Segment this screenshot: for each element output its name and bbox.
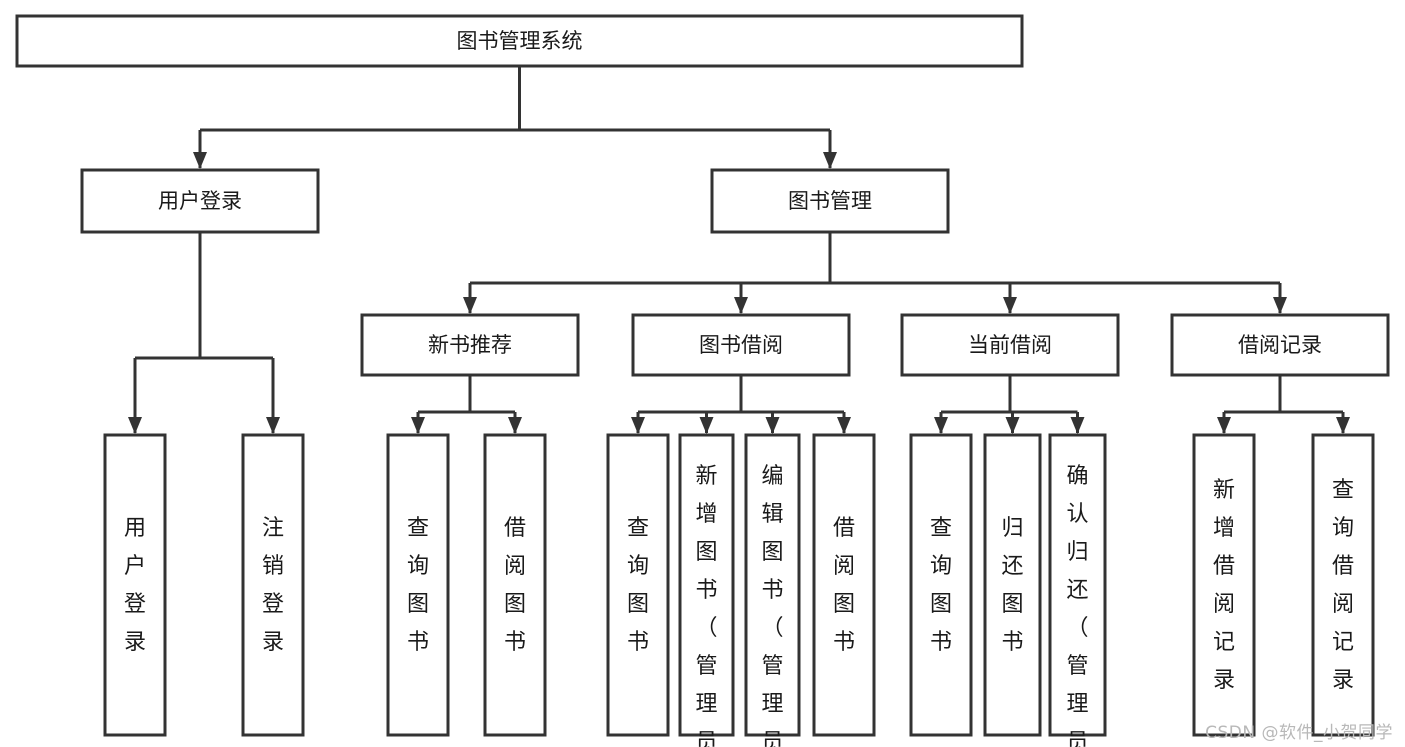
node-current-return-book[interactable]: 归还图书 [983,433,1042,737]
node-box-current-query-book [909,433,973,737]
node-label-new-book-recommend: 新书推荐 [428,333,512,357]
node-label-borrow-borrow-book: 借阅图书 [833,516,855,655]
node-label-current-borrow: 当前借阅 [968,333,1052,357]
node-box-borrow-add-book [678,433,735,737]
node-borrow-add-book[interactable]: 新增图书（管理员） [678,433,735,747]
node-label-user-login: 用户登录 [158,189,242,213]
node-box-root [15,14,1024,68]
node-box-borrow-query-book [606,433,670,737]
node-record-add[interactable]: 新增借阅记录 [1192,433,1256,737]
node-current-borrow[interactable]: 当前借阅 [900,313,1120,377]
node-box-borrow-borrow-book [812,433,876,737]
node-label-user-logout: 注销登录 [262,516,284,655]
node-layer: 图书管理系统用户登录用户登录注销登录图书管理新书推荐查询图书借阅图书图书借阅查询… [15,14,1390,747]
node-label-current-confirm-return: 确认归还（管理员） [1066,464,1088,747]
node-box-record-add [1192,433,1256,737]
node-book-borrow[interactable]: 图书借阅 [631,313,851,377]
node-box-record-query [1311,433,1375,737]
node-box-current-return-book [983,433,1042,737]
node-box-borrow-records [1170,313,1390,377]
node-borrow-query-book[interactable]: 查询图书 [606,433,670,737]
node-label-root: 图书管理系统 [457,29,583,53]
node-recommend-query-book[interactable]: 查询图书 [386,433,450,737]
node-box-current-confirm-return [1048,433,1107,737]
node-label-recommend-borrow-book: 借阅图书 [504,516,526,655]
node-recommend-borrow-book[interactable]: 借阅图书 [483,433,547,737]
node-current-query-book[interactable]: 查询图书 [909,433,973,737]
node-root[interactable]: 图书管理系统 [15,14,1024,68]
node-box-user-login [80,168,320,234]
node-user-login-do[interactable]: 用户登录 [103,433,167,737]
node-box-recommend-query-book [386,433,450,737]
node-record-query[interactable]: 查询借阅记录 [1311,433,1375,737]
node-label-current-return-book: 归还图书 [1001,516,1023,655]
node-label-borrow-edit-book: 编辑图书（管理员） [761,464,783,747]
node-user-login[interactable]: 用户登录 [80,168,320,234]
node-label-borrow-add-book: 新增图书（管理员） [695,464,717,747]
node-box-recommend-borrow-book [483,433,547,737]
node-book-manage[interactable]: 图书管理 [710,168,950,234]
node-box-current-borrow [900,313,1120,377]
node-borrow-records[interactable]: 借阅记录 [1170,313,1390,377]
node-label-borrow-query-book: 查询图书 [627,516,649,655]
node-label-borrow-records: 借阅记录 [1238,333,1322,357]
node-label-book-manage: 图书管理 [788,189,872,213]
node-label-book-borrow: 图书借阅 [699,333,783,357]
node-label-current-query-book: 查询图书 [930,516,952,655]
node-box-user-login-do [103,433,167,737]
node-label-user-login-do: 用户登录 [124,516,146,655]
node-label-record-query: 查询借阅记录 [1332,478,1354,693]
connector-layer [128,66,1350,434]
node-current-confirm-return[interactable]: 确认归还（管理员） [1048,433,1107,747]
node-box-book-manage [710,168,950,234]
node-box-new-book-recommend [360,313,580,377]
node-box-user-logout [241,433,305,737]
node-borrow-borrow-book[interactable]: 借阅图书 [812,433,876,737]
node-label-record-add: 新增借阅记录 [1213,478,1235,693]
node-box-book-borrow [631,313,851,377]
node-borrow-edit-book[interactable]: 编辑图书（管理员） [744,433,801,747]
node-new-book-recommend[interactable]: 新书推荐 [360,313,580,377]
node-user-logout[interactable]: 注销登录 [241,433,305,737]
node-box-borrow-edit-book [744,433,801,737]
watermark-credit: CSDN @软件_小贺同学 [1205,723,1393,743]
node-label-recommend-query-book: 查询图书 [407,516,429,655]
